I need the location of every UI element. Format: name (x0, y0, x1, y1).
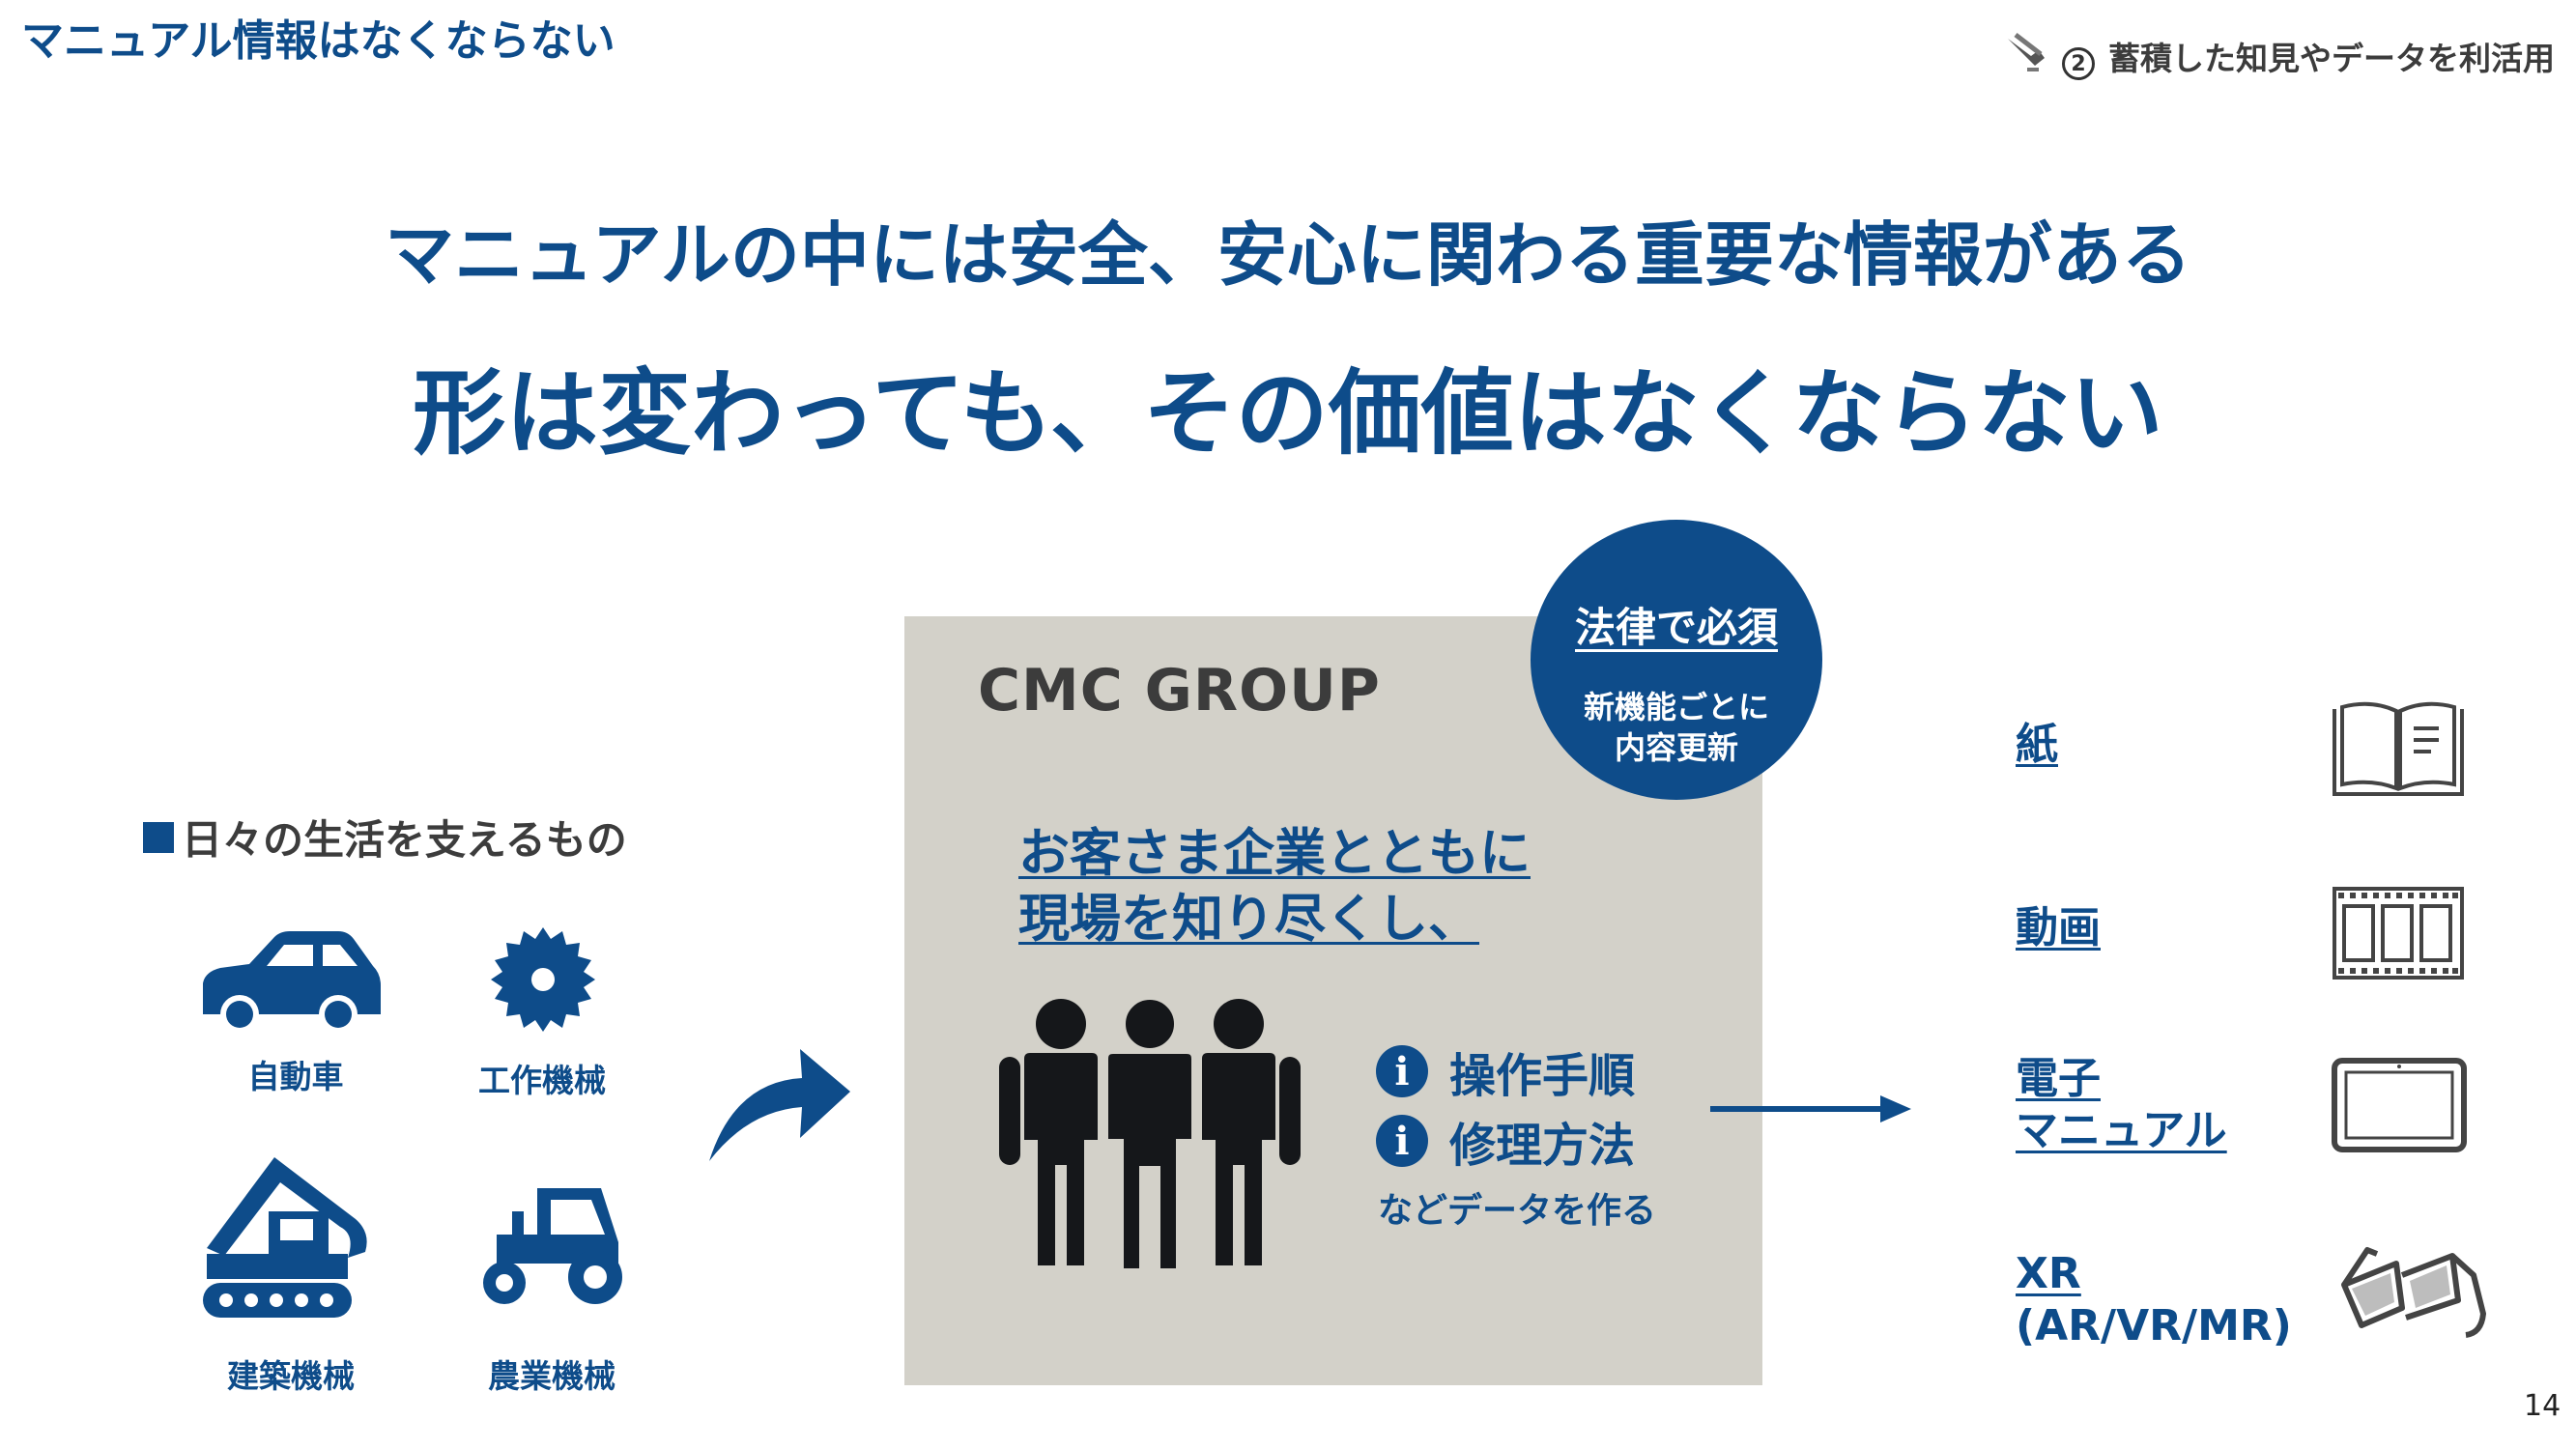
output-paper: 紙 (2016, 720, 2058, 769)
tagline-line2: 現場を知り尽くし、 (1018, 890, 1479, 949)
curved-arrow-icon (709, 1049, 850, 1161)
item-label-machine-tool: 工作機械 (478, 1062, 606, 1099)
output-video: 動画 (2016, 903, 2101, 952)
hand-drawing-icon (2008, 33, 2045, 71)
square-bullet-icon (143, 821, 174, 853)
3d-glasses-icon (2341, 1247, 2486, 1338)
tractor-icon (483, 1188, 622, 1304)
step-number-badge: 2 (2062, 47, 2095, 80)
headline-line1: マニュアルの中には安全、安心に関わる重要な情報がある (385, 214, 2191, 296)
page-number: 14 (2524, 1389, 2562, 1423)
item-label-agricultural-machine: 農業機械 (488, 1357, 615, 1395)
badge-title: 法律で必須 (1574, 604, 1778, 651)
headline-line2: 形は変わっても、その価値はなくならない (413, 359, 2163, 468)
output-xr: XR (AR/VR/MR) (2016, 1249, 2292, 1350)
info-item-operation: i 操作手順 (1376, 1037, 1635, 1105)
info-icon: i (1376, 1045, 1428, 1097)
badge-line2: 内容更新 (1614, 729, 1738, 766)
tagline-line1: お客さま企業とともに (1018, 824, 1531, 883)
step-label: 蓄積した知見やデータを利活用 (2108, 40, 2555, 77)
people-group-icon (999, 995, 1301, 1274)
left-panel-heading: 日々の生活を支えるもの (143, 808, 627, 867)
car-icon (203, 931, 381, 1034)
data-note: などデータを作る (1378, 1191, 1657, 1231)
right-arrow-icon (1710, 1095, 1911, 1122)
saw-blade-icon (491, 927, 595, 1032)
section-title: マニュアル情報はなくならない (21, 16, 615, 66)
step-indicator: 2 蓄積した知見やデータを利活用 (2002, 29, 2555, 83)
tablet-icon (2332, 1058, 2467, 1152)
item-label-car: 自動車 (247, 1058, 344, 1095)
output-electronic-manual: 電子 マニュアル (2016, 1054, 2227, 1155)
info-icon: i (1376, 1115, 1428, 1167)
legal-requirement-badge: 法律で必須 新機能ごとに 内容更新 (1531, 520, 1822, 800)
item-label-construction-machine: 建築機械 (227, 1357, 355, 1395)
company-name: CMC GROUP (978, 657, 1381, 724)
excavator-icon (203, 1157, 367, 1318)
info-item-repair: i 修理方法 (1376, 1107, 1635, 1175)
tagline: お客さま企業とともに 現場を知り尽くし、 (1018, 821, 1531, 952)
badge-line1: 新機能ごとに (1583, 689, 1769, 725)
book-icon (2333, 701, 2464, 796)
film-strip-icon (2333, 887, 2464, 980)
